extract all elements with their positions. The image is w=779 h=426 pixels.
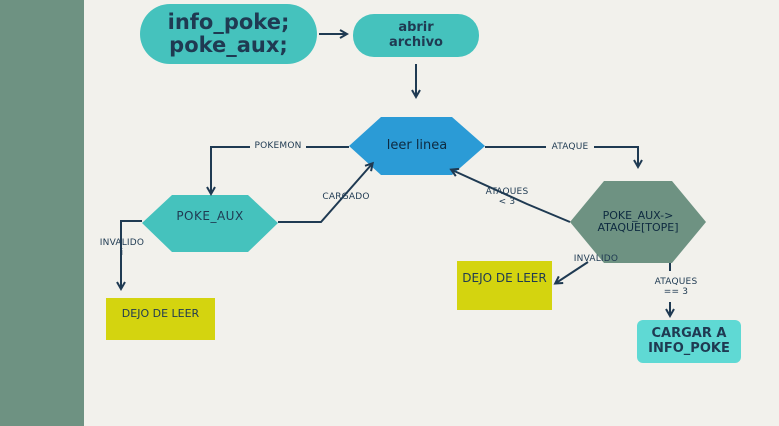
poke-aux-attack-node-shape	[570, 181, 706, 263]
poke-aux-attack-node: POKE_AUX-> ATAQUE[TOPE]	[597, 208, 679, 234]
load-info-poke-node: CARGAR A INFO_POKE	[648, 326, 730, 356]
variables-node-shape	[140, 4, 317, 64]
open-file-node-shape	[353, 14, 479, 57]
edge-label-invalido-left: INVALIDO i	[99, 238, 145, 259]
edge-label-invalido-right: INVALIDO	[573, 254, 619, 264]
stop-reading-right-node: DEJO DE LEER	[462, 271, 547, 286]
edge-label-ataques-lt-3: ATAQUES < 3	[485, 187, 529, 208]
edge-label-ataque: ATAQUE	[551, 142, 589, 152]
stop-reading-left-shape	[106, 298, 215, 340]
edge-label-pokemon: POKEMON	[254, 141, 302, 151]
edge-label-cargado: CARGADO	[322, 192, 370, 202]
read-line-node-shape	[349, 117, 485, 175]
label-bg-ataque	[546, 140, 594, 154]
label-bg-pokemon	[250, 140, 306, 154]
open-file-node: abrir archivo	[388, 20, 443, 50]
arrow-read-line-to-poke-aux-attack	[485, 146, 638, 166]
poke-aux-node-shape	[142, 195, 278, 252]
load-info-poke-shape	[637, 320, 741, 363]
stop-reading-left-node: DEJO DE LEER	[121, 306, 200, 320]
arrow-poke-aux-attack-to-read-line	[452, 170, 571, 223]
arrow-poke-aux-to-stop-reading	[121, 220, 142, 288]
variables-node: info_poke; poke_aux;	[167, 9, 290, 57]
stop-reading-right-shape	[457, 261, 552, 310]
arrow-poke-aux-to-read-line	[278, 164, 372, 223]
left-sidebar-panel	[0, 0, 84, 426]
edge-label-ataques-eq-3: ATAQUES == 3	[654, 277, 698, 298]
arrow-poke-aux-attack-to-stop-reading	[556, 261, 589, 283]
read-line-node: leer linea	[386, 137, 448, 153]
poke-aux-node: POKE_AUX	[176, 209, 244, 224]
